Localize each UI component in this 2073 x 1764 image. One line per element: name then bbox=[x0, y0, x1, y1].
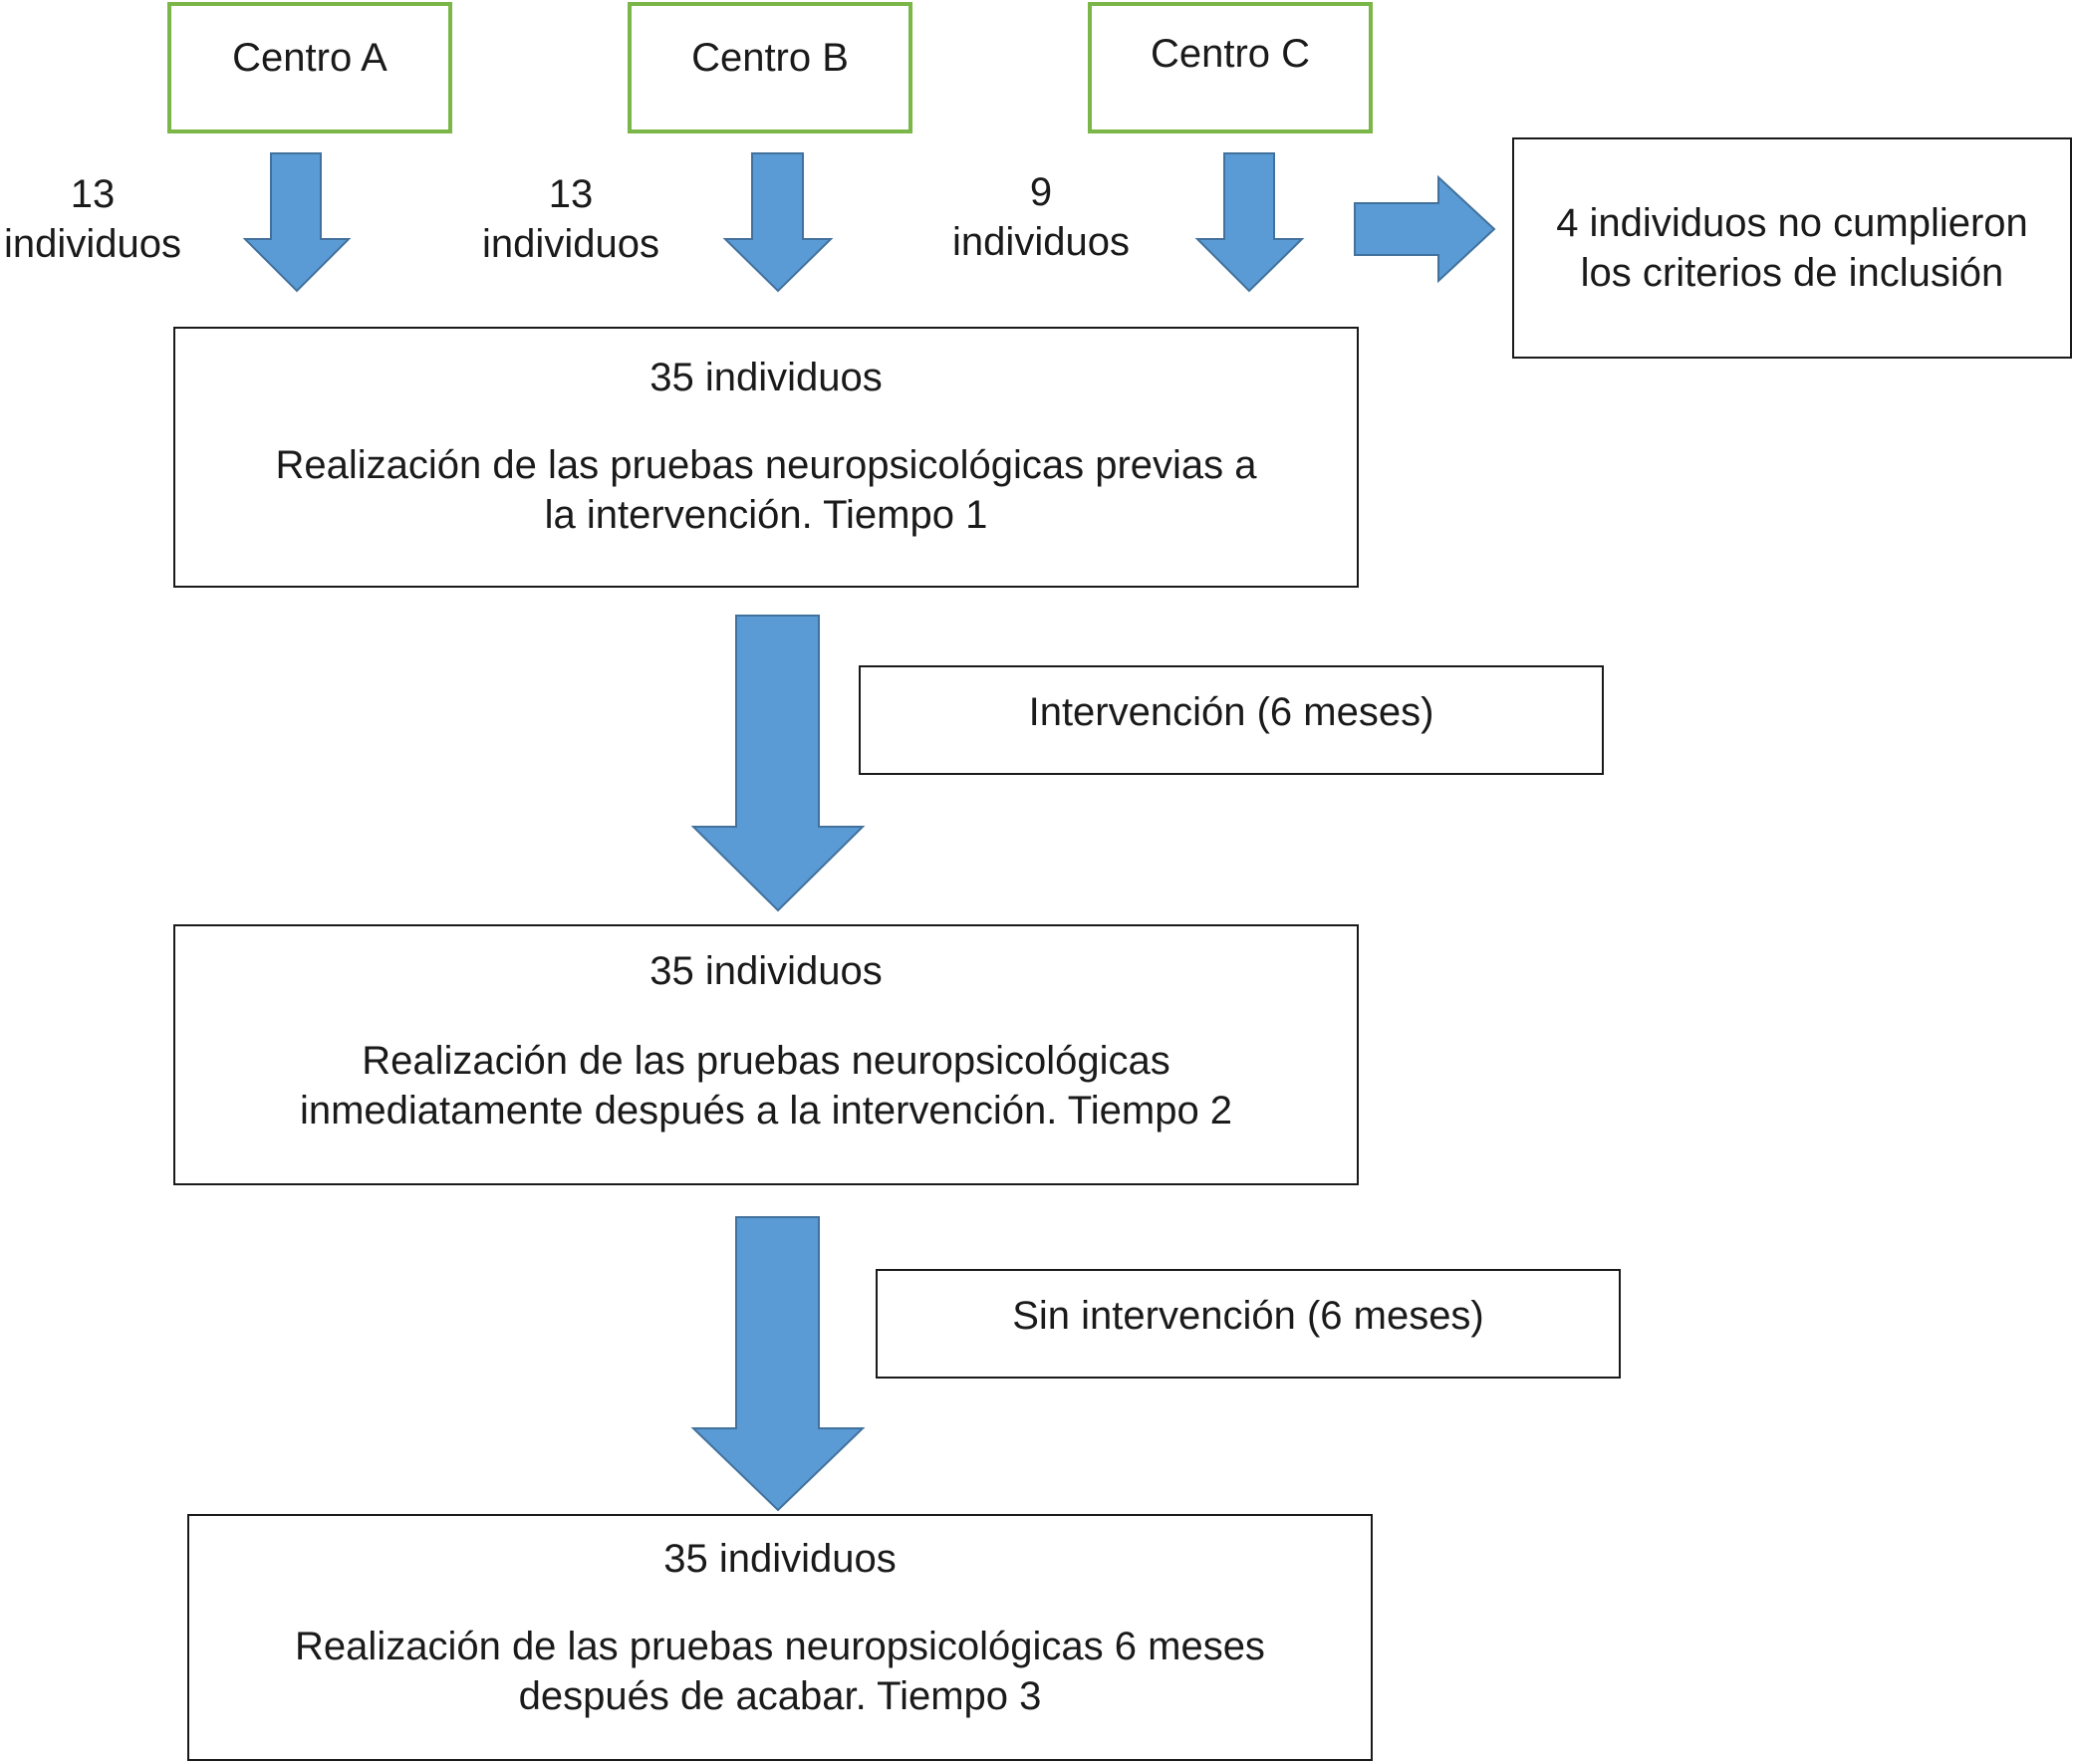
centro-b-count-unit: individuos bbox=[482, 222, 659, 266]
down-arrow-step1-to-step2 bbox=[690, 615, 866, 912]
exclusion-text: 4 individuos no cumplieron los criterios… bbox=[1556, 201, 2028, 295]
centro-a-count-unit: individuos bbox=[4, 222, 181, 266]
centro-c-count-number: 9 bbox=[1029, 170, 1053, 214]
right-arrow-exclusion bbox=[1354, 174, 1496, 284]
centro-b-label: Centro B bbox=[691, 36, 849, 80]
centro-b-count: 13 individuos bbox=[476, 169, 665, 269]
phase-no-intervention-box: Sin intervención (6 meses) bbox=[876, 1269, 1621, 1379]
down-arrow-centro-b bbox=[722, 152, 834, 293]
step-3-desc: Realización de las pruebas neuropsicológ… bbox=[295, 1625, 1265, 1718]
step-3-box: 35 individuos Realización de las pruebas… bbox=[187, 1514, 1373, 1761]
step-2-desc: Realización de las pruebas neuropsicológ… bbox=[299, 1039, 1233, 1133]
step-1-count: 35 individuos bbox=[649, 356, 883, 399]
phase-no-intervention-label: Sin intervención (6 meses) bbox=[1012, 1293, 1484, 1338]
centro-c-label: Centro C bbox=[1150, 32, 1311, 76]
step-1-desc: Realización de las pruebas neuropsicológ… bbox=[275, 443, 1257, 537]
centro-b-box: Centro B bbox=[628, 2, 912, 133]
phase-intervention-label: Intervención (6 meses) bbox=[1028, 689, 1434, 734]
down-arrow-centro-c bbox=[1194, 152, 1305, 293]
centro-c-count: 9 individuos bbox=[946, 167, 1136, 267]
step-3-count: 35 individuos bbox=[663, 1537, 897, 1581]
phase-intervention-box: Intervención (6 meses) bbox=[859, 665, 1604, 775]
step-1-box: 35 individuos Realización de las pruebas… bbox=[173, 327, 1359, 588]
centro-a-label: Centro A bbox=[232, 36, 388, 80]
step-2-count: 35 individuos bbox=[649, 949, 883, 993]
centro-a-box: Centro A bbox=[167, 2, 452, 133]
centro-a-count-number: 13 bbox=[70, 172, 116, 216]
centro-a-count: 13 individuos bbox=[0, 169, 185, 269]
centro-c-count-unit: individuos bbox=[952, 220, 1130, 264]
exclusion-box: 4 individuos no cumplieron los criterios… bbox=[1512, 137, 2072, 359]
down-arrow-centro-a bbox=[242, 152, 352, 293]
centro-b-count-number: 13 bbox=[548, 172, 594, 216]
down-arrow-step2-to-step3 bbox=[690, 1216, 866, 1512]
step-2-box: 35 individuos Realización de las pruebas… bbox=[173, 924, 1359, 1185]
centro-c-box: Centro C bbox=[1088, 2, 1373, 133]
